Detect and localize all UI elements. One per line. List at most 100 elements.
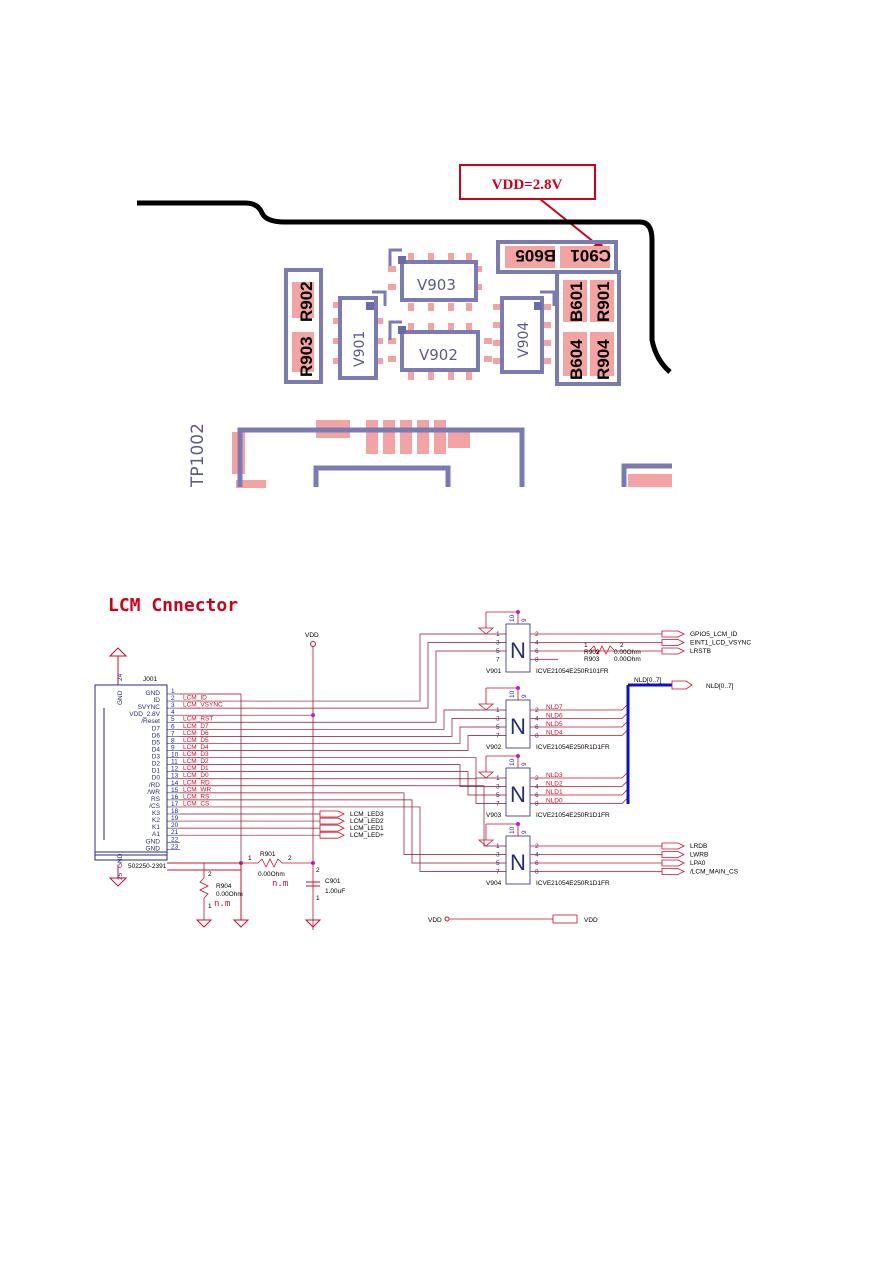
nld-bus: NLD[0..7] NLD[0..7] bbox=[626, 677, 734, 804]
connector-net-label: LCM_D2 bbox=[183, 758, 209, 765]
svg-text:n.m: n.m bbox=[214, 899, 230, 909]
svg-text:5: 5 bbox=[496, 648, 500, 655]
svg-text:1: 1 bbox=[496, 631, 500, 638]
connector-pin-number: 15 bbox=[171, 787, 179, 794]
connector-net-label: LCM_RS bbox=[183, 793, 210, 800]
voltage-callout-box bbox=[459, 164, 596, 200]
svg-text:2: 2 bbox=[288, 855, 292, 862]
svg-text:N: N bbox=[510, 782, 526, 807]
svg-text:10: 10 bbox=[509, 614, 516, 622]
connector-pin-number: 11 bbox=[171, 759, 178, 766]
svg-text:R903: R903 bbox=[584, 656, 600, 663]
component-v901: V901 bbox=[333, 290, 387, 380]
connector-pin-number: 1 bbox=[171, 688, 175, 695]
filter-output-net: NLD2 bbox=[546, 781, 563, 788]
connector-pin-name: SVYNC bbox=[138, 704, 161, 711]
svg-text:GND: GND bbox=[117, 853, 124, 868]
filter-output-net: NLD4 bbox=[546, 730, 563, 737]
connector-net-label: LCM_WR bbox=[183, 786, 211, 793]
connector-pin-number: 13 bbox=[171, 773, 179, 780]
ref-c901: C901 bbox=[570, 246, 611, 265]
svg-text:0.00Ohm: 0.00Ohm bbox=[614, 649, 641, 656]
connector-pin-number: 7 bbox=[171, 730, 175, 737]
component-block-right bbox=[555, 270, 621, 386]
resistor-r902: 1 2 R902 0.00Ohm R903 0.00Ohm bbox=[584, 642, 641, 663]
svg-text:V901: V901 bbox=[352, 331, 368, 367]
svg-text:7: 7 bbox=[496, 869, 500, 876]
svg-text:4: 4 bbox=[535, 716, 539, 723]
svg-text:1: 1 bbox=[248, 855, 252, 862]
svg-text:6: 6 bbox=[535, 792, 539, 799]
svg-text:V903: V903 bbox=[417, 276, 456, 294]
led-port-label: LCM_LED+ bbox=[350, 832, 384, 839]
svg-text:1.00uF: 1.00uF bbox=[325, 888, 345, 895]
connector-pin-name: K2 bbox=[152, 817, 160, 824]
svg-text:0.00Ohm: 0.00Ohm bbox=[614, 656, 641, 663]
connector-pin-number: 4 bbox=[171, 709, 175, 716]
connector-pin-number: 18 bbox=[171, 808, 179, 815]
svg-text:J001: J001 bbox=[143, 676, 157, 683]
connector-net-label: LCM_D0 bbox=[183, 772, 209, 779]
svg-text:10: 10 bbox=[509, 690, 516, 698]
connector-pin-name: D4 bbox=[152, 746, 161, 753]
svg-text:3: 3 bbox=[496, 852, 500, 859]
svg-text:5: 5 bbox=[496, 792, 500, 799]
connector-net-label: LCM_D7 bbox=[183, 723, 209, 730]
resistor-block-left bbox=[284, 268, 323, 384]
v901-output-label: GPIO5_LCM_ID bbox=[690, 631, 738, 638]
connector-pin-number: 21 bbox=[171, 829, 179, 836]
connector-pin-name: GND bbox=[146, 690, 161, 697]
svg-text:n.m: n.m bbox=[272, 879, 288, 889]
filter-output-net: NLD3 bbox=[546, 772, 563, 779]
connector-pin-number: 5 bbox=[171, 716, 175, 723]
ref-r902: R902 bbox=[297, 281, 316, 322]
connector-net-label: LCM_VSYNC bbox=[183, 702, 223, 709]
svg-text:10: 10 bbox=[509, 758, 516, 766]
connector-pin-number: 8 bbox=[171, 737, 175, 744]
led-port-label: LCM_LED1 bbox=[350, 825, 384, 832]
filter-output-net: NLD7 bbox=[546, 704, 563, 711]
connector-net-label: LCM_D6 bbox=[183, 730, 209, 737]
filter-part: ICVE21054E250R1D1FR bbox=[536, 744, 610, 751]
svg-text:7: 7 bbox=[496, 801, 500, 808]
filter-output-net: NLD5 bbox=[546, 721, 563, 728]
svg-text:4: 4 bbox=[535, 852, 539, 859]
svg-text:VDD: VDD bbox=[584, 917, 598, 924]
connector-pin-number: 10 bbox=[171, 752, 179, 759]
svg-text:502250-2391: 502250-2391 bbox=[128, 863, 167, 870]
connector-pin-name: D0 bbox=[152, 775, 161, 782]
svg-text:0.00Ohm: 0.00Ohm bbox=[258, 871, 285, 878]
connector-pin-number: 3 bbox=[171, 702, 175, 709]
filter-ref: V902 bbox=[486, 744, 502, 751]
svg-text:8: 8 bbox=[535, 657, 539, 664]
connector-pin-name: /RD bbox=[149, 782, 161, 789]
svg-text:4: 4 bbox=[535, 640, 539, 647]
connector-pin-number: 16 bbox=[171, 794, 179, 801]
svg-text:8: 8 bbox=[535, 801, 539, 808]
connector-pin-name: VDD_2.8V bbox=[129, 711, 160, 718]
filter-output-net: NLD1 bbox=[546, 789, 563, 796]
connector-net-label: LCM_D3 bbox=[183, 751, 209, 758]
capacitor-c901: C901 1.00uF 2 1 bbox=[306, 867, 345, 902]
svg-text:VDD: VDD bbox=[305, 632, 319, 639]
connector-pin-name: ID bbox=[154, 697, 161, 704]
svg-text:9: 9 bbox=[521, 830, 528, 834]
connector-pin-name: RS bbox=[151, 796, 161, 803]
connector-net-label: LCM_D1 bbox=[183, 765, 209, 772]
svg-text:6: 6 bbox=[535, 648, 539, 655]
board-edge-trace bbox=[137, 200, 672, 374]
component-v904: V904 bbox=[493, 290, 556, 374]
ref-r901: R901 bbox=[594, 281, 613, 322]
svg-text:25: 25 bbox=[117, 872, 124, 880]
ground-symbol-top-left bbox=[108, 647, 128, 685]
connector-net-label: LCM_D4 bbox=[183, 744, 209, 751]
connector-pin-number: 6 bbox=[171, 723, 175, 730]
svg-text:R901: R901 bbox=[260, 851, 276, 858]
filter-ref: V903 bbox=[486, 812, 502, 819]
connector-outline bbox=[237, 427, 525, 487]
